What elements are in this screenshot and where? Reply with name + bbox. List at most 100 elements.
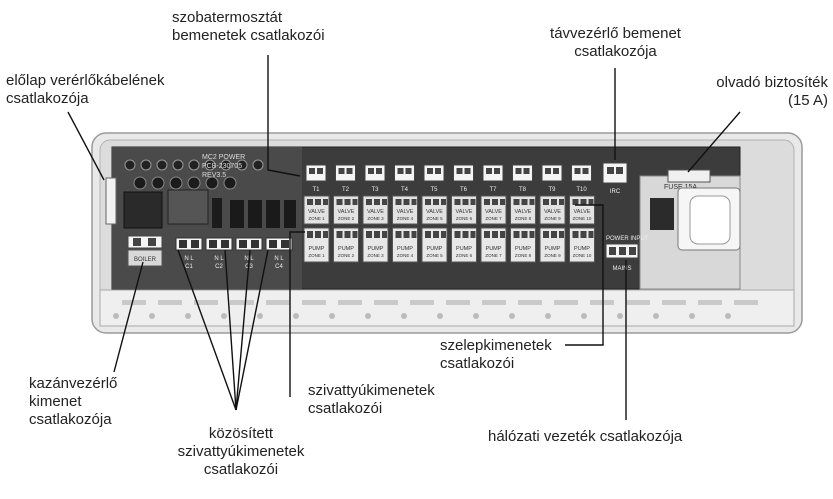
valve-zone-label: ZONE 3 [367, 216, 384, 221]
rail-slots [113, 300, 758, 319]
relay-3 [248, 200, 262, 228]
capacitor [124, 159, 136, 171]
valve-terminal-screw [559, 199, 564, 205]
thermostat-terminal-label: T10 [576, 187, 587, 193]
callout-line: szobatermosztát [172, 9, 283, 26]
pump-label: PUMP [574, 246, 590, 252]
capacitor-large [205, 176, 219, 190]
rail-slot [338, 300, 362, 305]
rail-slot [698, 300, 722, 305]
transformer [123, 191, 163, 229]
callout-line: szelepkimenetek [440, 337, 552, 354]
callout-remote-input: távvezérlő bemenet csatlakozója [538, 25, 693, 61]
common-terminal-screw [281, 240, 289, 248]
remote-input-terminal [602, 162, 628, 184]
rail-slot [266, 300, 290, 305]
valve-label: VALVE [426, 209, 443, 215]
boiler-terminal-screw-2 [148, 238, 156, 246]
capacitor-large [133, 176, 147, 190]
pump-zone-label: ZONE 2 [338, 253, 355, 258]
rail-slot [194, 300, 218, 305]
valve-terminal-screw [580, 199, 587, 205]
mains-screw-1 [609, 247, 616, 255]
rail-slot [482, 300, 506, 305]
valve-label: VALVE [485, 209, 502, 215]
pump-zone-label: ZONE 10 [573, 253, 592, 258]
capacitor-row [124, 159, 264, 190]
pump-label: PUMP [397, 246, 413, 252]
callout-line: csatlakozója [574, 43, 657, 60]
leader-pump [289, 231, 305, 397]
valve-label: VALVE [338, 209, 355, 215]
callout-line: csatlakozói [440, 355, 515, 372]
valve-label: VALVE [574, 209, 591, 215]
capacitor [156, 159, 168, 171]
valve-terminal-screw [425, 199, 431, 205]
pump-label: PUMP [368, 246, 384, 252]
valve-terminal-screw [374, 199, 380, 205]
thermostat-terminal-screw [338, 168, 345, 174]
common-terminal-screw [179, 240, 187, 248]
valve-terminal-screw [492, 199, 498, 205]
capacitor-large [151, 176, 165, 190]
pump-terminal-screw [500, 231, 505, 238]
pump-terminal-screw [382, 231, 387, 238]
common-terminal-screw [251, 240, 259, 248]
valve-terminal-screw [366, 199, 372, 205]
common-terminal-sublabel: C1 [185, 264, 193, 270]
common-terminal-sublabel: C4 [275, 264, 283, 270]
rail-screw [617, 313, 623, 319]
board-model-text: MC2 POWER [202, 154, 245, 161]
valve-zone-label: ZONE 9 [544, 216, 561, 221]
pump-terminal-screw [315, 231, 321, 238]
callout-line: szivattyúkimenetek [308, 382, 435, 399]
common-terminal-screw [269, 240, 277, 248]
leader-valve [565, 204, 604, 346]
thermostat-terminal-screw [515, 168, 522, 174]
mains-screw-2 [619, 247, 626, 255]
rail-screw [365, 313, 371, 319]
leader-lines [67, 55, 741, 420]
valve-terminal-screw [336, 199, 343, 205]
thermostat-terminal-label: T5 [430, 187, 438, 193]
thermostat-terminal-screw [346, 168, 353, 174]
valve-label: VALVE [367, 209, 384, 215]
pump-zone-label: ZONE 6 [456, 253, 473, 258]
pump-label: PUMP [309, 246, 325, 252]
thermostat-terminal-screw [553, 168, 559, 174]
thermostat-terminal-label: T7 [489, 187, 497, 193]
rail-screw [185, 313, 191, 319]
rail-slot [626, 300, 650, 305]
leader-common-3 [235, 249, 251, 411]
rail-slot [374, 300, 398, 305]
callout-line: olvadó biztosíték [716, 74, 828, 91]
pump-terminal-screw [411, 231, 417, 238]
valve-zone-label: ZONE 10 [573, 216, 592, 221]
thermostat-terminal-screw [456, 168, 463, 174]
thermostat-terminal-screw [397, 168, 404, 174]
boiler-terminal-screw-1 [133, 238, 141, 246]
valve-terminal-screw [521, 199, 528, 205]
valve-terminal-screw [454, 199, 461, 205]
rail-slot [410, 300, 434, 305]
relay-2 [230, 200, 244, 228]
relay-4 [266, 200, 280, 228]
rail-slot [554, 300, 578, 305]
valve-terminal-screw [470, 199, 476, 205]
valve-terminal-screw [344, 199, 351, 205]
board-pcb-text: PCB-230705 [202, 163, 242, 170]
valve-label: VALVE [456, 209, 473, 215]
pump-label: PUMP [338, 246, 354, 252]
callout-line: csatlakozói [203, 461, 279, 478]
pump-terminal-screw [588, 231, 594, 238]
valve-terminal-screw [500, 199, 505, 205]
rail-slot [590, 300, 614, 305]
thermostat-terminal-screw [574, 168, 581, 174]
capacitor [220, 159, 232, 171]
pump-zone-label: ZONE 3 [367, 253, 384, 258]
remote-label: IRC [610, 189, 621, 195]
pump-label: PUMP [515, 246, 531, 252]
pump-terminal-screw [344, 231, 351, 238]
rail-screw [473, 313, 479, 319]
